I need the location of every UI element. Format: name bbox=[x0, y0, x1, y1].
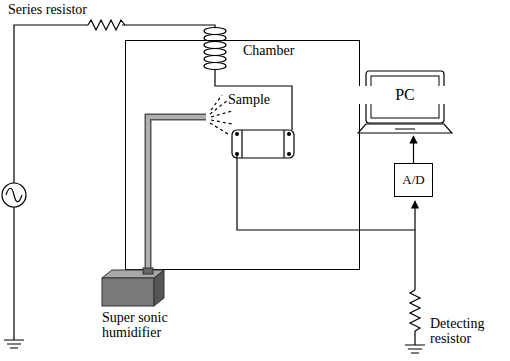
humidifier-outlet bbox=[143, 268, 153, 274]
coil-symbol bbox=[204, 49, 226, 56]
node-label: Chamber bbox=[243, 43, 294, 58]
coil-symbol bbox=[204, 56, 226, 63]
resistor-symbol bbox=[88, 20, 125, 30]
sample-element bbox=[283, 130, 284, 158]
pc-laptop: PC bbox=[357, 70, 457, 136]
humidifier-pipe bbox=[148, 117, 206, 272]
chamber-box: Chamber bbox=[125, 40, 360, 270]
signal-arrow bbox=[414, 201, 415, 230]
humidifier-body bbox=[98, 266, 170, 310]
node-label: A/D bbox=[395, 173, 432, 187]
wire bbox=[13, 207, 14, 340]
component-label: Sample bbox=[228, 92, 288, 107]
component-label: Series resistor bbox=[8, 2, 118, 17]
laptop-base bbox=[358, 124, 452, 133]
coil-symbol bbox=[204, 42, 226, 49]
wire bbox=[122, 25, 215, 28]
coil-symbol bbox=[204, 63, 226, 70]
wire bbox=[14, 25, 88, 183]
humidifier-side bbox=[154, 270, 164, 306]
signal-connector bbox=[413, 136, 414, 163]
coil-symbol bbox=[204, 28, 226, 35]
sample-element bbox=[232, 130, 294, 158]
humidifier-front bbox=[102, 278, 154, 306]
ac-source-symbol bbox=[6, 188, 22, 202]
ac-source-symbol bbox=[2, 183, 26, 207]
sample-element bbox=[241, 130, 242, 158]
component-label: Detecting resistor bbox=[430, 316, 506, 347]
terminal-dot bbox=[235, 152, 239, 156]
terminal-dot bbox=[287, 132, 291, 136]
ground-symbol bbox=[405, 345, 425, 353]
humidifier-pipe bbox=[148, 117, 206, 272]
terminal-dot bbox=[287, 152, 291, 156]
converter-box: A/D bbox=[394, 163, 433, 197]
resistor-symbol bbox=[410, 290, 420, 345]
laptop-touchpad bbox=[395, 129, 415, 130]
wire bbox=[215, 70, 292, 130]
node-label: Super sonic humidifier bbox=[102, 310, 186, 341]
node-label: PC bbox=[357, 86, 453, 104]
humidifier-box: Super sonic humidifier bbox=[98, 266, 198, 344]
ground-symbol bbox=[4, 340, 24, 348]
terminal-dot bbox=[235, 132, 239, 136]
